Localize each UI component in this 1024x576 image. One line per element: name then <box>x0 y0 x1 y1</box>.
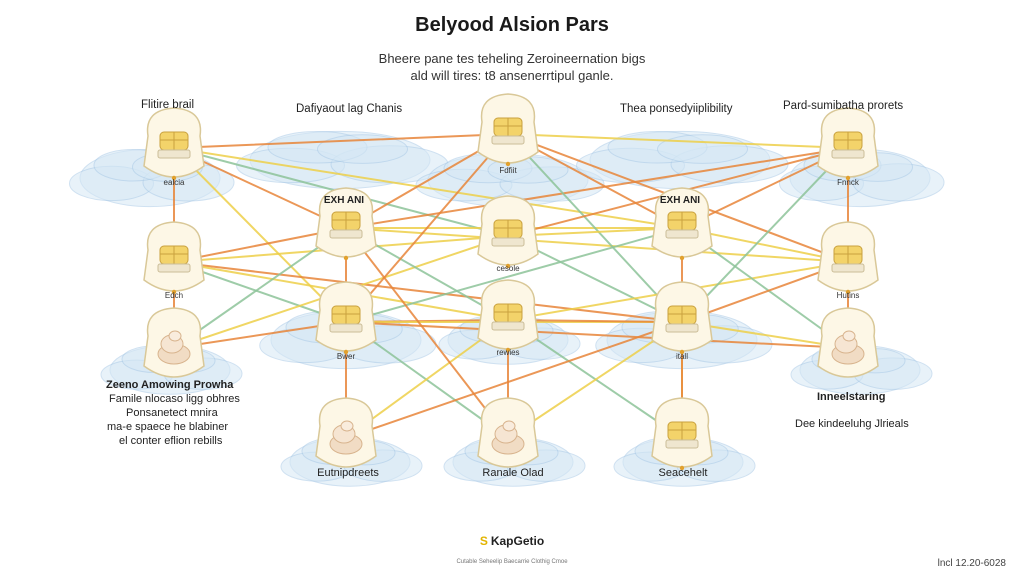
cream-icon <box>157 330 191 365</box>
edge-line <box>173 261 683 323</box>
node-label-c1: Fdfiit <box>499 166 517 175</box>
cream-icon <box>831 330 865 365</box>
node-a3 <box>143 307 205 378</box>
block-icon <box>157 131 191 159</box>
diagram-subtitle: Bheere pane tes teheling Zeroineernation… <box>0 50 1024 84</box>
edge-line <box>345 321 683 439</box>
node-label-c2: cesole <box>496 264 520 273</box>
edge-line <box>173 147 347 323</box>
node-label-c3: rewies <box>496 348 520 357</box>
left-description: Zeeno Amowing Prowha Famile nlocaso ligg… <box>106 378 240 448</box>
block-icon <box>329 305 363 333</box>
cream-icon <box>329 420 363 455</box>
left-description-line-2: Ponsanetect mnira <box>126 407 218 419</box>
block-icon <box>665 421 699 449</box>
edge-line <box>507 133 849 149</box>
edge-line <box>173 227 347 349</box>
node-d1 <box>651 187 713 261</box>
edge-line <box>507 319 683 323</box>
node-b3 <box>315 281 377 355</box>
edge-line <box>173 133 509 149</box>
edge-line <box>345 227 849 263</box>
node-label-e1: Fnnck <box>837 178 859 187</box>
block-icon <box>157 245 191 273</box>
node-e2 <box>817 221 879 295</box>
node-tag-b1: EXH ANI <box>323 195 365 206</box>
node-c1 <box>477 93 539 167</box>
block-icon <box>491 117 525 145</box>
subtitle-line-1: Bheere pane tes teheling Zeroineernation… <box>378 51 646 66</box>
left-description-line-4: el conter eflion rebills <box>119 435 223 447</box>
edge-line <box>173 147 683 229</box>
edge-line <box>345 133 509 323</box>
date-stamp: lncl 12.20-6028 <box>937 558 1006 569</box>
block-icon <box>491 303 525 331</box>
block-icon <box>831 245 865 273</box>
node-b4 <box>315 397 377 468</box>
diagram-title: Belyood Alsion Pars <box>415 14 609 36</box>
column-header-4: Thea ponsedyiiplibility <box>620 103 733 115</box>
right-description: Inneelstaring Dee kindeeluhg Jlrieals <box>795 390 909 431</box>
column-header-2: Dafiyaout lag Chanis <box>296 103 403 115</box>
node-label-b3: Bwer <box>336 352 356 361</box>
edge-line <box>507 227 683 237</box>
node-label-d3: itall <box>675 352 688 361</box>
node-label-c4: Ranale Olad <box>482 467 544 479</box>
node-b1 <box>315 187 377 261</box>
right-description-heading: Inneelstaring <box>817 391 886 403</box>
node-label-e2: Hutins <box>836 291 860 300</box>
block-icon <box>665 211 699 239</box>
node-label-a1: ealcia <box>163 178 185 187</box>
node-d4 <box>651 397 713 471</box>
node-label-d4: Seacehelt <box>658 467 708 479</box>
edge-line <box>345 147 849 229</box>
column-header-1: Flitire brail <box>141 99 195 111</box>
block-icon <box>491 219 525 247</box>
right-description-line-1: Dee kindeeluhg Jlrieals <box>795 418 909 430</box>
edge-line <box>681 147 849 323</box>
subtitle-line-2: ald will tires: t8 ansenerrtipul ganle. <box>410 68 614 83</box>
node-c3 <box>477 279 539 353</box>
left-description-line-1: Famile nlocaso ligg obhres <box>109 393 240 405</box>
node-c2 <box>477 195 539 269</box>
block-icon <box>831 131 865 159</box>
cloud-shape <box>415 153 605 207</box>
node-label-b4: Eutnipdreets <box>317 467 379 479</box>
edge-line <box>345 227 509 439</box>
logo-icon: S <box>479 534 488 548</box>
cream-icon <box>491 420 525 455</box>
node-a1 <box>143 107 205 181</box>
node-c4 <box>477 397 539 468</box>
left-description-heading: Zeeno Amowing Prowha <box>106 379 234 391</box>
node-e3 <box>817 307 879 378</box>
node-tag-d1: EXH ANI <box>659 195 701 206</box>
block-icon <box>665 305 699 333</box>
node-d3 <box>651 281 713 355</box>
left-description-line-3: ma-e spaece he blabiner <box>107 421 229 433</box>
edge-line <box>345 321 849 349</box>
edge-line <box>507 133 683 323</box>
node-a2 <box>143 221 205 295</box>
logo-text: KapGetio <box>490 534 545 548</box>
node-layer <box>143 93 879 471</box>
edge-line <box>345 227 683 323</box>
column-header-5: Pard-sumibatha prorets <box>783 100 904 112</box>
node-label-a2: Edch <box>164 291 184 300</box>
footnote: Cutable Seheelip Baecarrie Clothig Cmoe <box>456 559 568 565</box>
cloud-shape <box>576 130 789 190</box>
block-icon <box>329 211 363 239</box>
node-e1 <box>817 107 879 181</box>
